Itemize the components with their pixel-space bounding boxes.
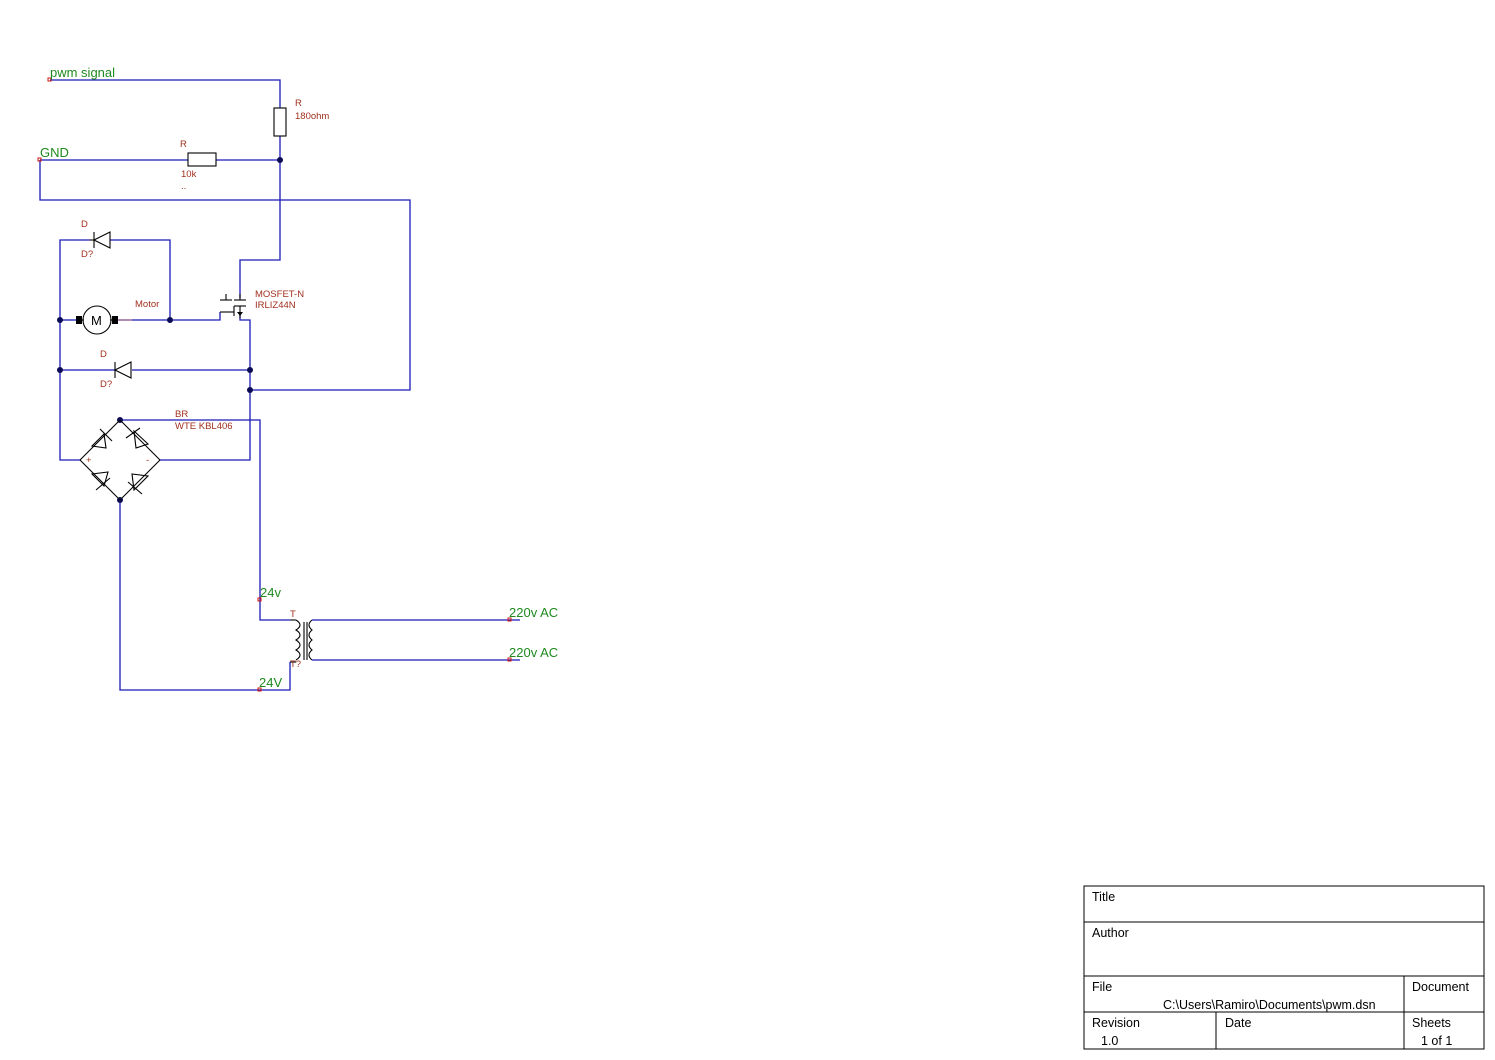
bridge-ref: BR: [175, 409, 188, 420]
sheets-label: Sheets: [1412, 1016, 1451, 1030]
net-label-24v-bottom[interactable]: 24V: [259, 675, 282, 690]
resistor-r1[interactable]: [273, 107, 287, 137]
junction-motor-right: [167, 317, 173, 323]
junctions: [57, 157, 283, 503]
resistor-r1-body: [273, 107, 287, 137]
d2-ref: D: [100, 349, 107, 360]
diode-d1[interactable]: [90, 231, 111, 249]
terminal-pwm[interactable]: [47, 77, 52, 82]
net-label-ac2[interactable]: 220v AC: [509, 645, 558, 660]
wire-d1-left[interactable]: [59, 239, 90, 320]
junction-gnd-return: [247, 387, 253, 393]
transformer-value: T?: [290, 659, 301, 670]
mosfet-value: IRLIZ44N: [255, 300, 296, 311]
junction-d2-left: [57, 367, 63, 373]
junction-d2-right: [247, 367, 253, 373]
wire-r1-gate[interactable]: [239, 136, 281, 298]
terminals: [37, 77, 512, 692]
terminal-ac1[interactable]: [507, 617, 512, 622]
terminal-ac2[interactable]: [507, 657, 512, 662]
wire-bridge-ac-bottom[interactable]: [119, 500, 291, 691]
revision-label: Revision: [1092, 1016, 1140, 1030]
d1-ref: D: [81, 219, 88, 230]
mosfet-n[interactable]: [220, 294, 246, 318]
motor[interactable]: [76, 305, 132, 335]
bridge-minus-sign: -: [146, 455, 149, 466]
transformer-ref: T: [290, 609, 296, 620]
net-label-gnd[interactable]: GND: [40, 145, 69, 160]
r2-ref: R: [180, 139, 187, 150]
terminal-24v-bottom[interactable]: [257, 687, 262, 692]
title-block: Title Author File C:\Users\Ramiro\Docume…: [1083, 885, 1485, 1050]
bridge-value: WTE KBL406: [175, 421, 233, 432]
file-value: C:\Users\Ramiro\Documents\pwm.dsn: [1163, 998, 1376, 1012]
r2-value: 10k: [181, 169, 197, 180]
revision-value[interactable]: 1.0: [1101, 1034, 1118, 1048]
r1-value: 180ohm: [295, 111, 329, 122]
resistor-r2-body: [187, 152, 217, 167]
bridge-rectifier[interactable]: + -: [79, 419, 161, 501]
title-label: Title: [1092, 890, 1115, 904]
mosfet-ref: MOSFET-N: [255, 289, 304, 300]
wire-left-rail[interactable]: [59, 320, 80, 461]
bridge-diode-br: [127, 473, 150, 495]
bridge-plus-sign: +: [86, 455, 92, 466]
bridge-diode-tl: [90, 428, 113, 449]
wire-pwm[interactable]: [50, 79, 281, 108]
junction-motor-left: [57, 317, 63, 323]
motor-circle: [82, 305, 112, 335]
motor-glyph: M: [91, 313, 102, 328]
r2-extra: ..: [181, 181, 186, 192]
terminal-24v-top[interactable]: [257, 597, 262, 602]
wires: [39, 79, 520, 691]
wire-motor-right[interactable]: [118, 312, 221, 321]
bridge-diode-bl: [90, 471, 111, 491]
d2-value: D?: [100, 379, 112, 390]
r1-ref: R: [295, 98, 302, 109]
resistor-r2[interactable]: [187, 152, 217, 167]
net-label-ac1[interactable]: 220v AC: [509, 605, 558, 620]
diode-d2[interactable]: [113, 361, 132, 379]
wire-gnd-loop[interactable]: [39, 160, 411, 391]
transformer[interactable]: [290, 619, 313, 663]
bridge-diode-tr: [125, 427, 150, 449]
net-label-24v-top[interactable]: 24v: [260, 585, 281, 600]
title-block-frame: [1083, 885, 1485, 1050]
wire-d1-right[interactable]: [110, 239, 171, 320]
document-label: Document: [1412, 980, 1469, 994]
d1-value: D?: [81, 249, 93, 260]
terminal-gnd[interactable]: [37, 157, 42, 162]
sheets-value: 1 of 1: [1421, 1034, 1452, 1048]
date-label: Date: [1225, 1016, 1251, 1030]
junction-r-node: [277, 157, 283, 163]
motor-ref: Motor: [135, 299, 159, 310]
file-label: File: [1092, 980, 1112, 994]
net-label-pwm[interactable]: pwm signal: [50, 65, 115, 80]
author-label: Author: [1092, 926, 1129, 940]
wire-bridge-ac-top[interactable]: [120, 419, 290, 621]
wire-source[interactable]: [160, 312, 251, 461]
